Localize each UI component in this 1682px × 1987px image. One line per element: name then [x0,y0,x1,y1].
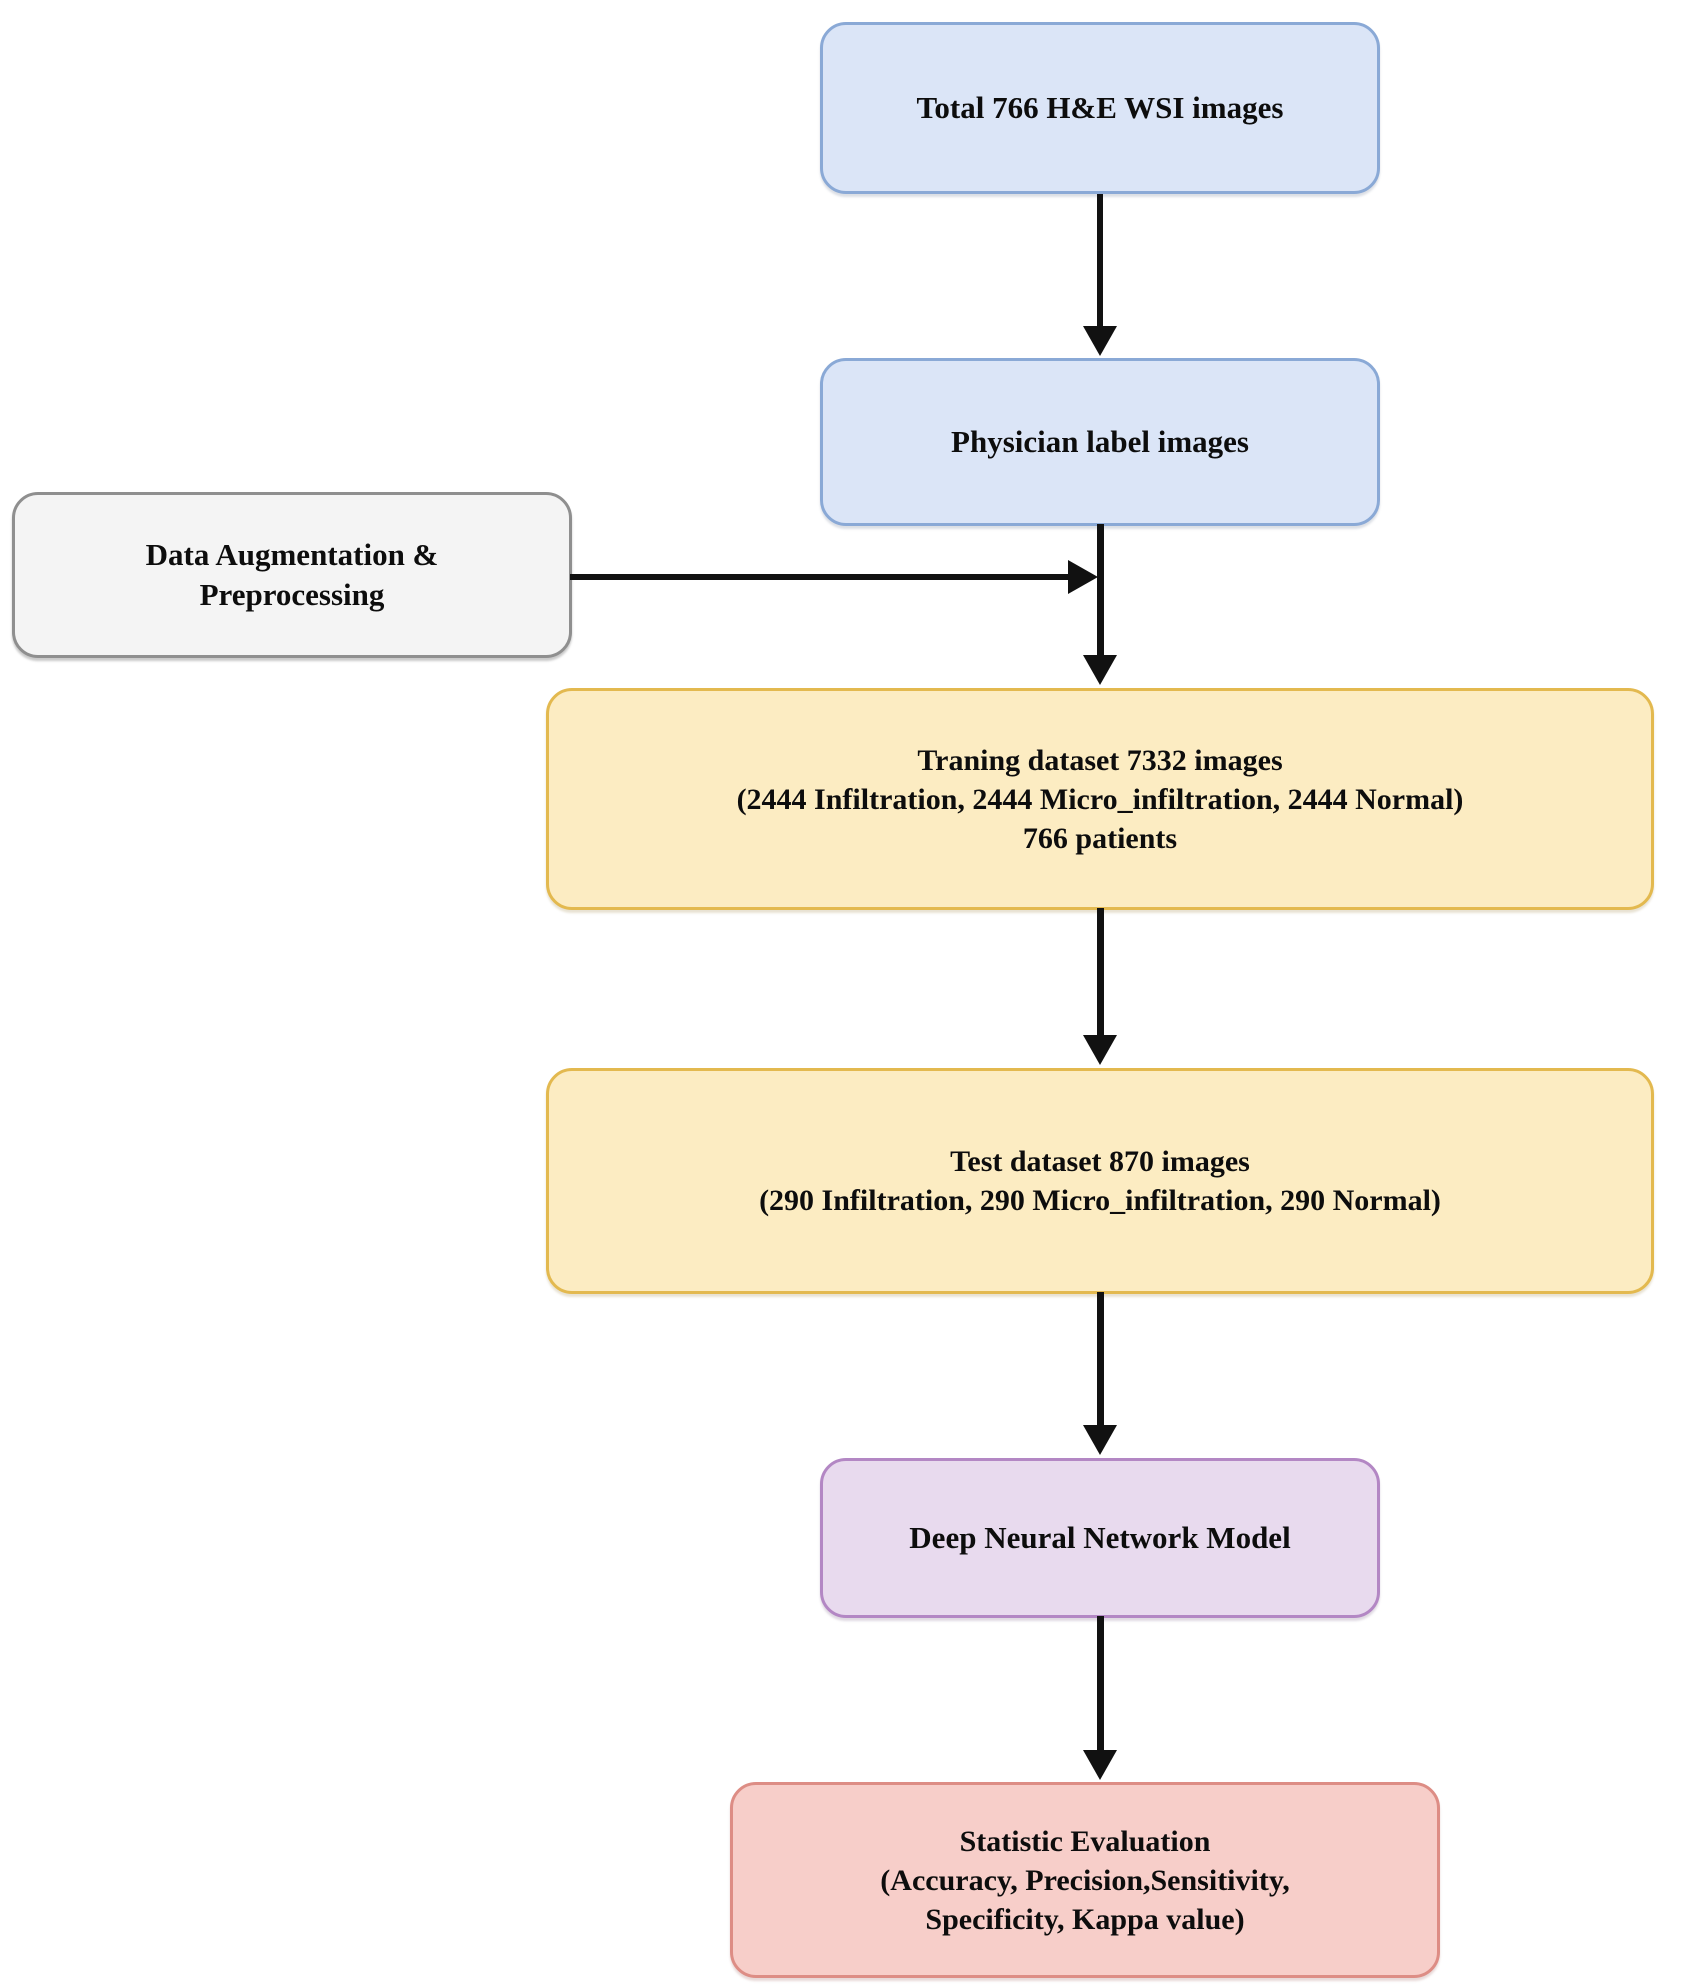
arrowhead-test-to-dnn [1083,1425,1117,1455]
node-statistic-evaluation: Statistic Evaluation (Accuracy, Precisio… [730,1782,1440,1978]
node-physician-label-label: Physician label images [951,423,1249,459]
node-total-wsi: Total 766 H&E WSI images [820,22,1380,194]
node-test-dataset: Test dataset 870 images (290 Infiltratio… [546,1068,1654,1294]
connector-total-to-physician [1097,194,1103,334]
connector-augmentation-to-training [570,574,1075,580]
arrowhead-total-to-physician [1083,326,1117,356]
node-data-augmentation: Data Augmentation & Preprocessing [12,492,572,658]
node-physician-label: Physician label images [820,358,1380,526]
arrowhead-physician-to-training [1083,655,1117,685]
node-data-augmentation-label: Data Augmentation & Preprocessing [145,536,439,612]
arrowhead-augmentation-to-training [1068,560,1098,594]
connector-physician-to-training [1097,524,1104,662]
connector-test-to-dnn [1097,1292,1104,1432]
node-test-dataset-label: Test dataset 870 images (290 Infiltratio… [759,1145,1441,1217]
arrowhead-training-to-test [1083,1035,1117,1065]
node-statistic-evaluation-label: Statistic Evaluation (Accuracy, Precisio… [880,1824,1290,1936]
node-training-dataset: Traning dataset 7332 images (2444 Infilt… [546,688,1654,910]
node-dnn-model: Deep Neural Network Model [820,1458,1380,1618]
node-training-dataset-label: Traning dataset 7332 images (2444 Infilt… [736,743,1464,855]
arrowhead-dnn-to-statistic [1083,1750,1117,1780]
connector-dnn-to-statistic [1097,1616,1104,1756]
node-total-wsi-label: Total 766 H&E WSI images [916,89,1284,125]
node-dnn-model-label: Deep Neural Network Model [909,1519,1291,1555]
connector-training-to-test [1097,908,1104,1040]
